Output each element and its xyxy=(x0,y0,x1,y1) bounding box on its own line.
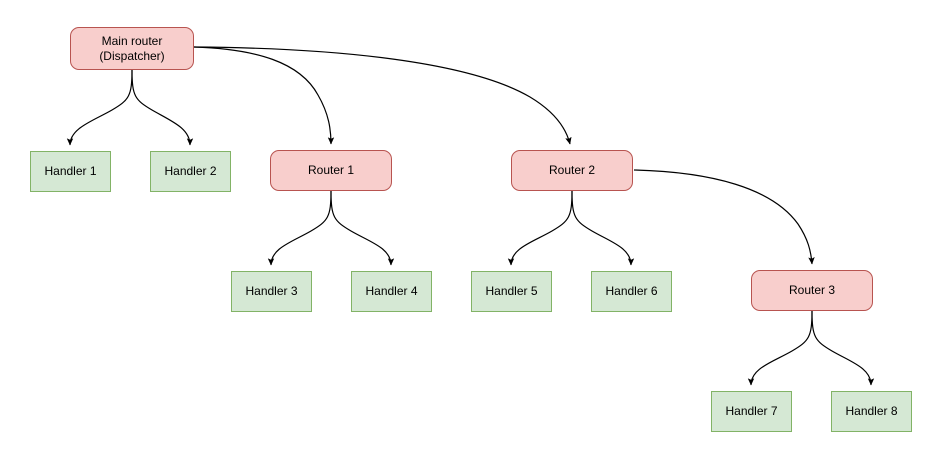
edge-main-to-router-2 xyxy=(193,46,572,145)
node-main-router-label: Main router (Dispatcher) xyxy=(99,33,165,63)
node-router-3[interactable]: Router 3 xyxy=(751,270,873,311)
node-handler-6-label: Handler 6 xyxy=(605,284,658,298)
node-handler-7[interactable]: Handler 7 xyxy=(711,391,792,432)
node-handler-7-label: Handler 7 xyxy=(725,404,778,418)
node-router-3-label: Router 3 xyxy=(788,283,836,297)
node-handler-1[interactable]: Handler 1 xyxy=(30,151,111,192)
node-handler-5[interactable]: Handler 5 xyxy=(471,271,552,312)
node-handler-3[interactable]: Handler 3 xyxy=(231,271,312,312)
edge-router-3-to-handler-8 xyxy=(811,310,875,386)
node-main-router[interactable]: Main router (Dispatcher) xyxy=(70,27,194,70)
edge-router-2-to-router-3 xyxy=(633,169,815,265)
edge-router-3-to-handler-7 xyxy=(747,310,813,386)
node-router-2[interactable]: Router 2 xyxy=(511,150,633,191)
edge-main-to-router-1 xyxy=(193,46,335,145)
edge-main-to-handler-1 xyxy=(66,69,133,146)
node-handler-4-label: Handler 4 xyxy=(365,284,418,298)
node-handler-5-label: Handler 5 xyxy=(485,284,538,298)
node-router-1[interactable]: Router 1 xyxy=(270,150,392,191)
node-router-1-label: Router 1 xyxy=(307,163,355,177)
edge-router-2-to-handler-6 xyxy=(571,190,635,266)
node-handler-2-label: Handler 2 xyxy=(164,164,217,178)
node-router-2-label: Router 2 xyxy=(548,163,596,177)
node-handler-2[interactable]: Handler 2 xyxy=(150,151,231,192)
node-handler-8-label: Handler 8 xyxy=(845,404,898,418)
node-handler-6[interactable]: Handler 6 xyxy=(591,271,672,312)
edge-router-1-to-handler-3 xyxy=(267,190,332,266)
node-handler-4[interactable]: Handler 4 xyxy=(351,271,432,312)
edge-router-2-to-handler-5 xyxy=(507,190,573,266)
node-handler-3-label: Handler 3 xyxy=(245,284,298,298)
node-handler-8[interactable]: Handler 8 xyxy=(831,391,912,432)
node-handler-1-label: Handler 1 xyxy=(44,164,97,178)
edge-router-1-to-handler-4 xyxy=(330,190,395,266)
edge-main-to-handler-2 xyxy=(131,69,194,146)
